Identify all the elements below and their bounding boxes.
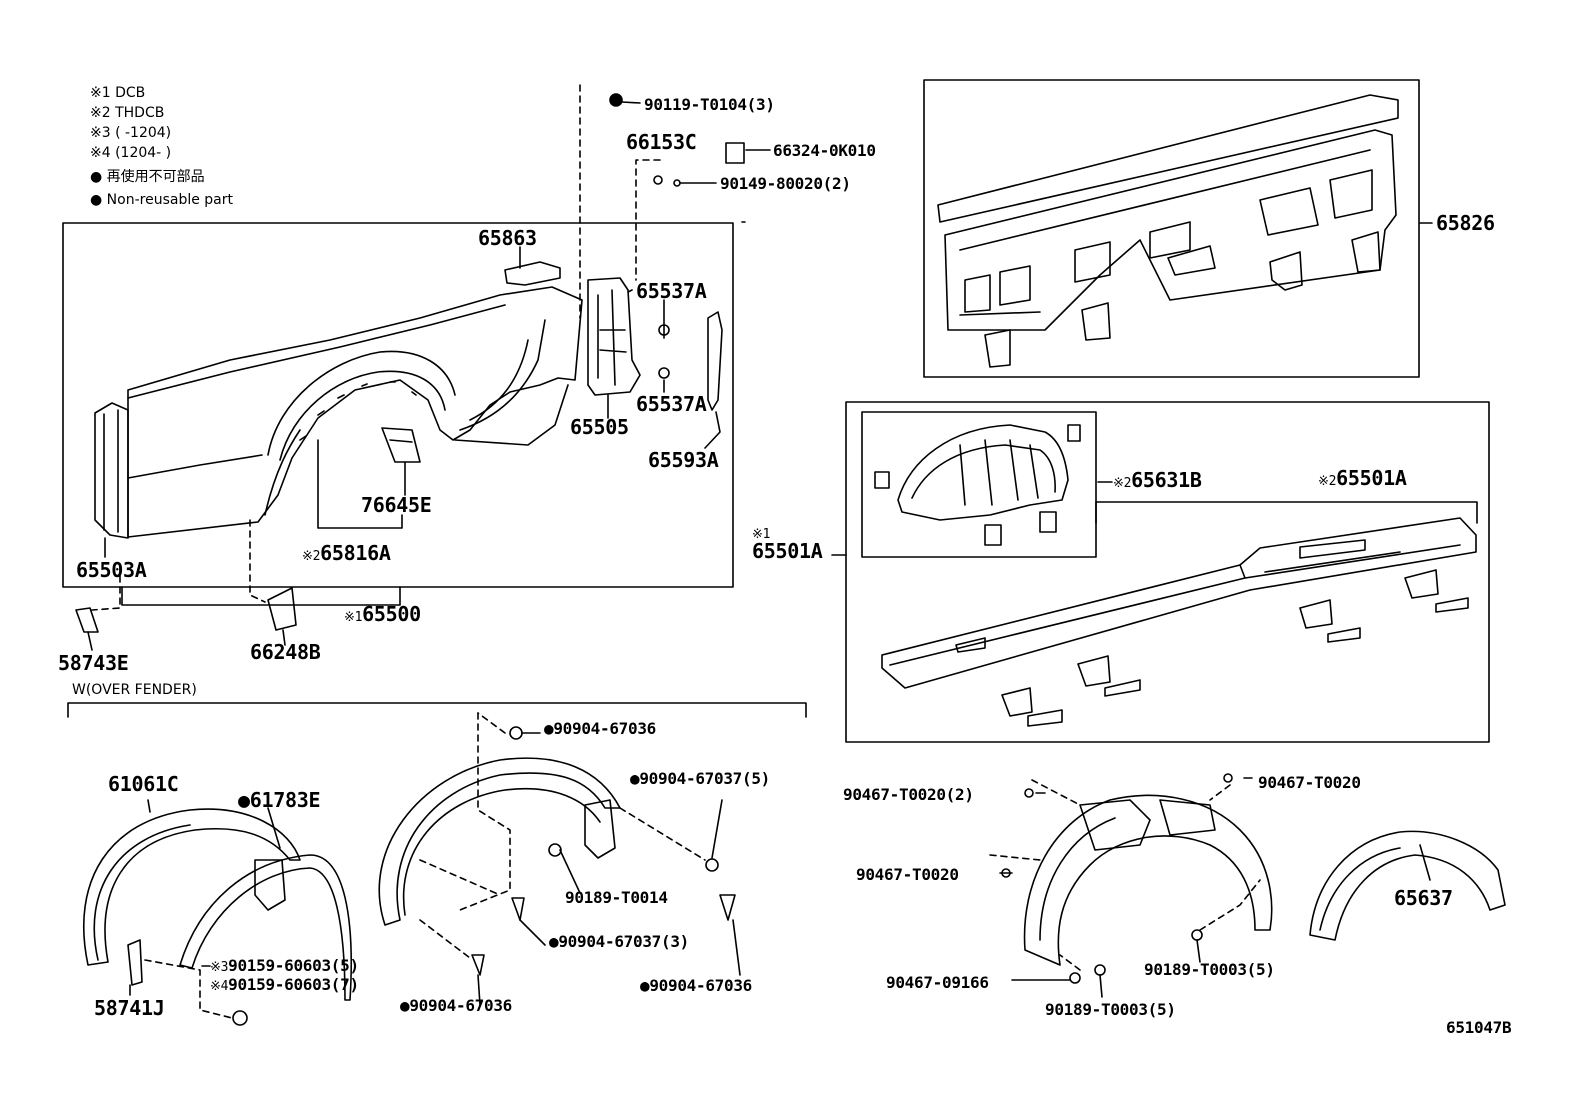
leader-65500 <box>121 586 401 606</box>
part-90467-T0020-mid[interactable]: 90467-T0020 <box>856 865 959 884</box>
part-90467-09166[interactable]: 90467-09166 <box>886 973 989 992</box>
part-61061C[interactable]: 61061C <box>108 772 179 796</box>
section-label-over-fender: W(OVER FENDER) <box>72 682 197 698</box>
part-65593A[interactable]: 65593A <box>648 448 719 472</box>
part-66248B[interactable]: 66248B <box>250 640 321 664</box>
part-90467-T0020-top[interactable]: 90467-T0020 <box>1258 773 1361 792</box>
part-65537A-lower[interactable]: 65537A <box>636 392 707 416</box>
legend-item-3: ※3 ( -1204) <box>90 125 172 141</box>
legend-item-5: ● 再使用不可部品 <box>90 169 205 185</box>
bed-floor-drawing <box>874 424 1477 727</box>
legend-item-4: ※4 (1204- ) <box>90 145 172 161</box>
part-65826[interactable]: 65826 <box>1436 211 1495 235</box>
part-90467-T0020-2[interactable]: 90467-T0020(2) <box>843 785 974 804</box>
part-65537A-upper[interactable]: 65537A <box>636 279 707 303</box>
part-90189-T0014[interactable]: 90189-T0014 <box>565 888 668 907</box>
side-panel-leaders <box>104 93 771 558</box>
part-76645E[interactable]: 76645E <box>361 493 432 517</box>
frame-bed-floor-inner <box>861 411 1097 558</box>
part-65816A[interactable]: ※265816A <box>302 541 391 565</box>
side-panel-dashed <box>91 84 661 611</box>
part-90904-67037-5[interactable]: ●90904-67037(5) <box>630 769 771 788</box>
frame-bed-floor <box>845 401 1490 743</box>
part-61783E[interactable]: ●61783E <box>238 788 321 812</box>
legend-item-1: ※1 DCB <box>90 85 146 101</box>
legend-item-2: ※2 THDCB <box>90 105 165 121</box>
part-65631B[interactable]: ※265631B <box>1113 468 1202 492</box>
part-65863[interactable]: 65863 <box>478 226 537 250</box>
part-90189-T0003-right[interactable]: 90189-T0003(5) <box>1144 960 1275 979</box>
part-65505[interactable]: 65505 <box>570 415 629 439</box>
side-panel-drawing <box>94 261 723 539</box>
part-58743E[interactable]: 58743E <box>58 651 129 675</box>
part-90904-67036-right[interactable]: ●90904-67036 <box>640 976 753 995</box>
front-panel-drawing <box>937 94 1399 368</box>
part-90159-60603-5[interactable]: ※390159-60603(5) <box>210 956 359 975</box>
part-90119-T0104[interactable]: 90119-T0104(3) <box>644 95 775 114</box>
frame-front-panel <box>923 79 1420 378</box>
frame-side-panel <box>62 222 734 588</box>
part-90149-80020[interactable]: 90149-80020(2) <box>720 174 851 193</box>
part-90904-67036-bottom[interactable]: ●90904-67036 <box>400 996 513 1015</box>
legend-item-6: ● Non-reusable part <box>90 192 233 208</box>
over-fender-drawing <box>83 808 352 1026</box>
part-90159-60603-7[interactable]: ※490159-60603(7) <box>210 975 359 994</box>
part-90189-T0003-bottom[interactable]: 90189-T0003(5) <box>1045 1000 1176 1019</box>
bracket-over-fender <box>67 702 807 718</box>
part-90904-67037-3[interactable]: ●90904-67037(3) <box>549 932 690 951</box>
part-58741J[interactable]: 58741J <box>94 996 165 1020</box>
part-65500[interactable]: ※165500 <box>344 602 421 626</box>
part-66324-0K010[interactable]: 66324-0K010 <box>773 141 876 160</box>
liner-65637-drawing <box>1309 830 1506 941</box>
part-90904-67036-top[interactable]: ●90904-67036 <box>544 719 657 738</box>
inner-liner-drawing <box>1001 773 1273 984</box>
part-66153C[interactable]: 66153C <box>626 130 697 154</box>
leader-65501A-top <box>1095 501 1478 524</box>
part-65501A-thdcb[interactable]: ※265501A <box>1318 466 1407 490</box>
part-65503A[interactable]: 65503A <box>76 558 147 582</box>
part-65637[interactable]: 65637 <box>1394 886 1453 910</box>
diagram-code: 651047B <box>1446 1018 1512 1037</box>
